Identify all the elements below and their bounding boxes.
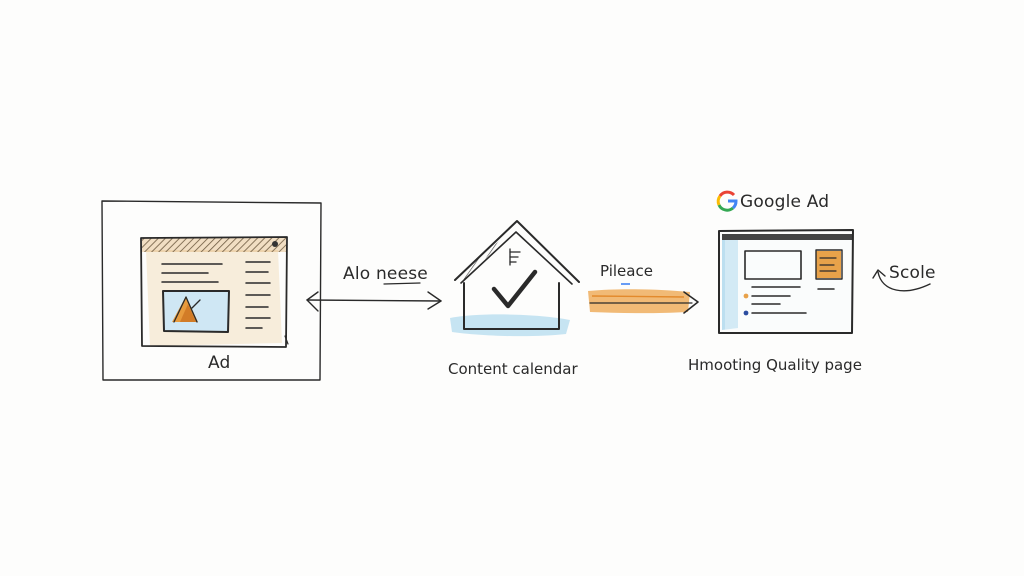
landing-page-icon bbox=[718, 229, 854, 334]
calendar-node: Content calendar bbox=[448, 220, 580, 378]
arrow-calendar-to-landing: Pileace bbox=[588, 262, 699, 314]
arrow-ad-to-calendar: Alo neese bbox=[306, 264, 442, 312]
google-logo-icon bbox=[716, 190, 738, 212]
arrow2-label: Pileace bbox=[600, 262, 653, 280]
scale-label: Scole bbox=[889, 263, 936, 283]
ad-node: Ad bbox=[101, 200, 322, 381]
browser-window-icon bbox=[140, 236, 289, 348]
ad-label: Ad bbox=[208, 353, 231, 373]
landing-label: Hmooting Quality page bbox=[688, 356, 862, 374]
google-ad-header: Google Ad bbox=[716, 190, 829, 212]
calendar-label: Content calendar bbox=[448, 360, 578, 378]
curved-arrow-icon bbox=[872, 269, 931, 292]
house-check-icon bbox=[450, 220, 580, 337]
ad-outer-frame bbox=[101, 200, 322, 381]
scale-annotation: Scole bbox=[872, 263, 936, 292]
google-ad-label: Google Ad bbox=[740, 192, 829, 212]
landing-node: Hmooting Quality page bbox=[688, 229, 862, 374]
arrow1-label: Alo neese bbox=[343, 264, 428, 284]
